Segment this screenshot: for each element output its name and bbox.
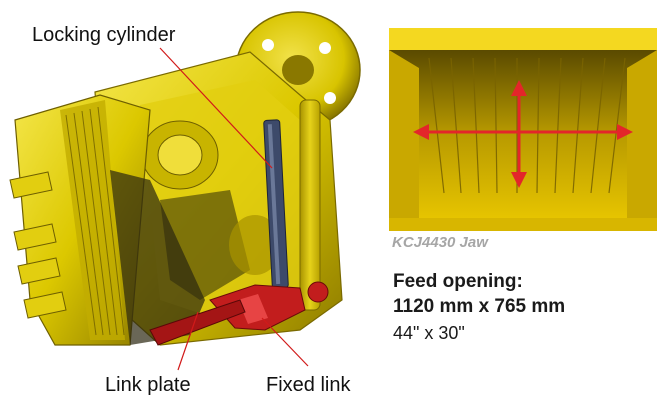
label-fixed-link: Fixed link [266,374,351,396]
fixed-link-assembly [209,281,329,331]
feed-opening-imperial: 44" x 30" [393,323,465,343]
feed-opening-title: Feed opening: [393,271,523,292]
leader-link-plate [177,311,199,371]
jaw-ribs [9,94,151,346]
feed-opening-metric: 1120 mm x 765 mm [393,296,566,317]
feed-opening-photo [389,28,657,231]
link-plate [149,299,246,346]
leader-locking-cylinder [159,47,273,169]
leader-fixed-link [261,317,309,367]
pitman-arm [110,170,205,345]
photo-caption: KCJ4430 Jaw [392,234,488,251]
label-locking-cylinder: Locking cylinder [32,24,176,46]
label-link-plate: Link plate [105,374,191,396]
dimension-arrows [413,80,633,188]
jaw-crusher-illustration [9,11,361,371]
